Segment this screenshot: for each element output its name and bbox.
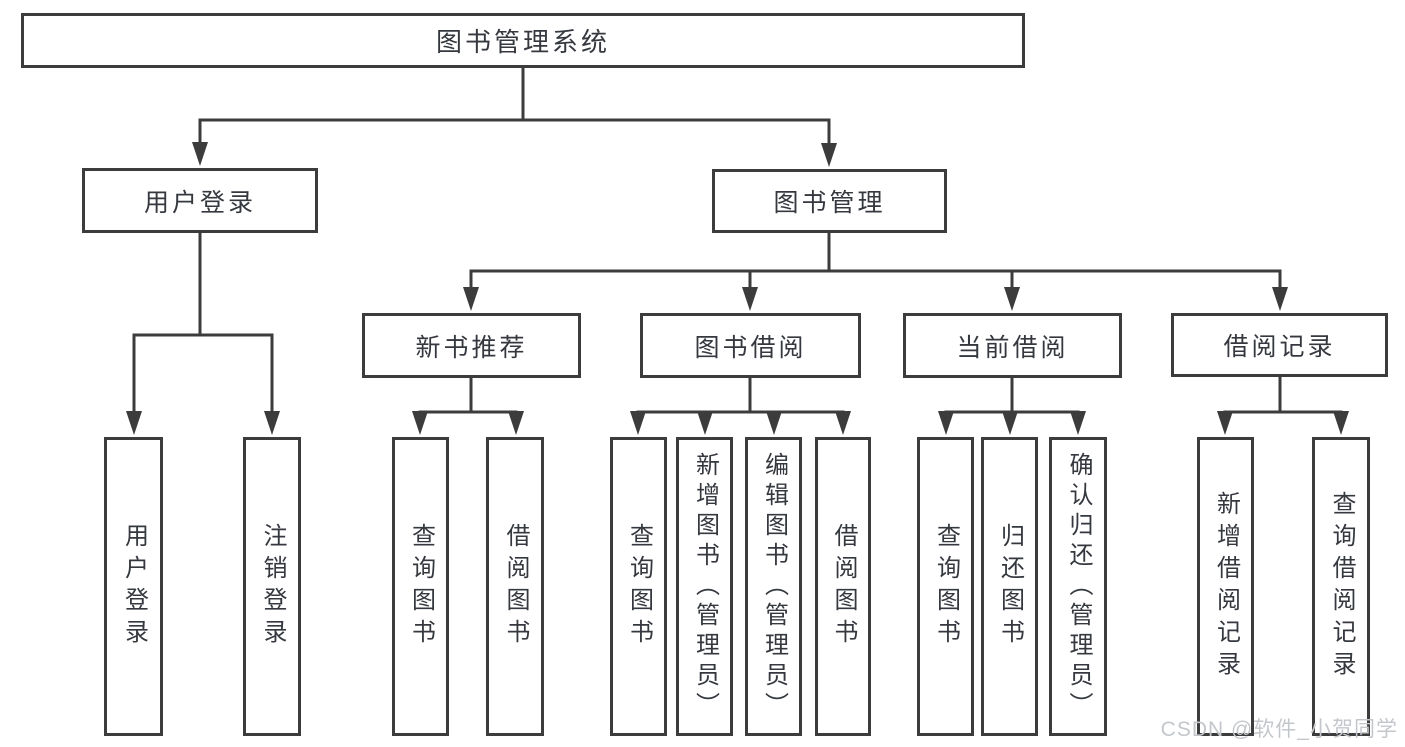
leaf-label: 查询借阅记录 bbox=[1328, 490, 1355, 683]
node-label: 当前借阅 bbox=[956, 333, 1069, 362]
connector-new-book-recommend-split bbox=[412, 378, 524, 435]
node-user-login: 用户登录 bbox=[82, 168, 318, 233]
connector-borrow-records-split bbox=[1217, 377, 1349, 435]
leaf-return-books: 归还图书 bbox=[981, 437, 1038, 736]
node-book-management: 图书管理 bbox=[712, 169, 947, 233]
connector-book-borrowing-split bbox=[630, 378, 851, 435]
leaf-borrow-books-1: 借阅图书 bbox=[486, 437, 544, 736]
leaf-label: 确认归还（管理员） bbox=[1065, 451, 1092, 722]
leaf-label: 编辑图书（管理员） bbox=[760, 451, 788, 722]
leaf-label: 借阅图书 bbox=[830, 522, 857, 651]
node-label: 图书借阅 bbox=[694, 333, 807, 362]
leaf-query-books-2: 查询图书 bbox=[610, 437, 667, 736]
leaf-confirm-return-admin: 确认归还（管理员） bbox=[1049, 437, 1107, 736]
leaf-label: 查询图书 bbox=[932, 522, 960, 651]
leaf-query-books-3: 查询图书 bbox=[917, 437, 974, 736]
node-label: 图书管理 bbox=[773, 189, 886, 217]
node-label: 用户登录 bbox=[143, 188, 256, 217]
leaf-label: 归还图书 bbox=[996, 522, 1024, 651]
node-label: 图书管理系统 bbox=[435, 27, 610, 57]
leaf-label: 新增图书（管理员） bbox=[691, 451, 719, 722]
node-label: 新书推荐 bbox=[415, 333, 528, 362]
leaf-label: 用户登录 bbox=[120, 522, 148, 651]
leaf-borrow-books-2: 借阅图书 bbox=[815, 437, 871, 736]
node-borrow-records: 借阅记录 bbox=[1171, 313, 1388, 377]
leaf-query-books-1: 查询图书 bbox=[392, 437, 449, 736]
node-book-borrowing: 图书借阅 bbox=[640, 313, 861, 378]
node-current-borrowing: 当前借阅 bbox=[903, 313, 1122, 378]
leaf-query-borrow-record: 查询借阅记录 bbox=[1312, 437, 1370, 736]
leaf-label: 新增借阅记录 bbox=[1212, 490, 1240, 683]
leaf-label: 借阅图书 bbox=[502, 522, 529, 651]
node-new-book-recommend: 新书推荐 bbox=[362, 313, 581, 378]
node-library-management-system: 图书管理系统 bbox=[21, 13, 1025, 68]
leaf-edit-book-admin: 编辑图书（管理员） bbox=[745, 437, 802, 736]
connector-root-split bbox=[192, 68, 837, 167]
node-label: 借阅记录 bbox=[1223, 333, 1336, 361]
connector-current-borrowing-split bbox=[938, 378, 1086, 435]
leaf-user-login: 用户登录 bbox=[104, 437, 163, 736]
connector-book-management-split bbox=[463, 233, 1288, 311]
leaf-add-borrow-record: 新增借阅记录 bbox=[1197, 437, 1254, 736]
leaf-label: 注销登录 bbox=[259, 522, 286, 651]
leaf-add-book-admin: 新增图书（管理员） bbox=[676, 437, 733, 736]
leaf-logout: 注销登录 bbox=[243, 437, 301, 736]
connector-user-login-split bbox=[126, 233, 280, 435]
leaf-label: 查询图书 bbox=[407, 522, 435, 651]
leaf-label: 查询图书 bbox=[625, 522, 653, 651]
csdn-watermark: CSDN @软件_小贺同学 bbox=[1160, 718, 1398, 741]
